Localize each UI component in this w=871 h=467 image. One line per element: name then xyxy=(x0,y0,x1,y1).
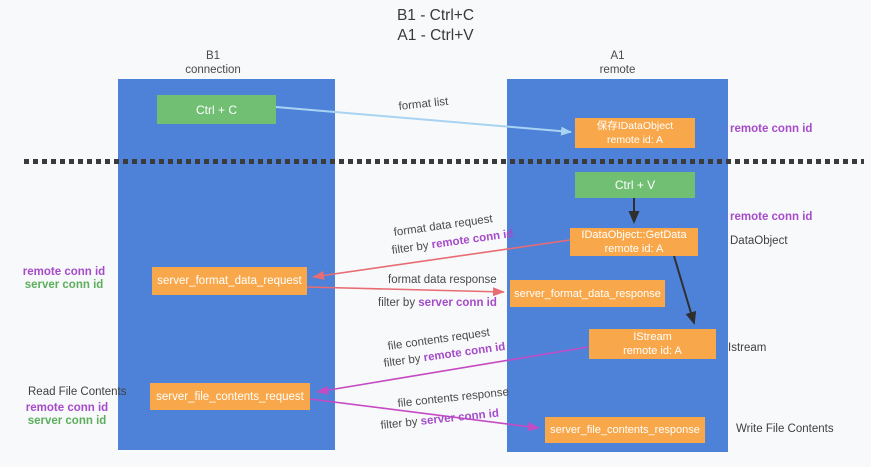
ctrl-v-label: Ctrl + V xyxy=(614,178,656,192)
format-list-arrow xyxy=(275,106,572,136)
title-line-1: B1 - Ctrl+C xyxy=(396,7,475,24)
server-format-data-response-label: server_format_data_response xyxy=(514,287,661,300)
remote-conn-id-text: remote conn id xyxy=(25,402,109,414)
remote-conn-id-side-label-2: remote conn id xyxy=(730,211,812,223)
server-file-contents-request-node: server_file_contents_request xyxy=(150,383,310,410)
remote-conn-id-text: remote conn id xyxy=(730,123,813,135)
dataobject-text: DataObject xyxy=(730,235,788,247)
save-idataobject-line1: 保存IDataObject xyxy=(596,120,674,132)
filter-by-server-conn-id-label-1: filter by server conn id xyxy=(378,297,497,309)
remote-conn-id-text: remote conn id xyxy=(22,266,106,278)
format-data-response-arrow xyxy=(306,286,505,297)
server-conn-id-text: server conn id xyxy=(24,279,104,291)
ctrl-c-node: Ctrl + C xyxy=(157,95,276,124)
filter-by-text: filter by xyxy=(378,297,416,309)
getdata-line2: remote id: A xyxy=(604,243,664,255)
ctrl-c-label: Ctrl + C xyxy=(195,102,237,117)
server-conn-id-text: server conn id xyxy=(418,297,497,309)
session-divider-dashed-line xyxy=(24,159,864,164)
format-data-request-arrow xyxy=(312,239,571,280)
read-file-contents-text: Read File Contents xyxy=(28,386,127,398)
server-format-data-request-label: server_format_data_request xyxy=(157,275,302,287)
remote-conn-id-text: remote conn id xyxy=(730,211,813,223)
diagram-title: B1 - Ctrl+C A1 - Ctrl+V xyxy=(0,6,871,46)
server-file-contents-response-label: server_file_contents_response xyxy=(550,424,700,436)
right-column-subtitle: remote xyxy=(599,63,636,76)
read-file-contents-label: Read File Contents xyxy=(28,386,126,398)
server-format-data-response-node: server_format_data_response xyxy=(510,280,665,307)
dataobject-side-label: DataObject xyxy=(730,235,788,247)
left-column-header: B1 connection xyxy=(105,50,321,77)
right-column-title: A1 xyxy=(610,50,625,62)
server-format-data-request-node: server_format_data_request xyxy=(152,267,307,295)
getdata-line1: IDataObject::GetData xyxy=(581,229,687,241)
file-contents-response-arrow xyxy=(309,398,540,432)
getdata-to-istream-arrow xyxy=(673,255,697,325)
istream-node: IStream remote id: A xyxy=(589,329,716,359)
left-column-title: B1 xyxy=(205,50,221,62)
save-idataobject-line2: remote id: A xyxy=(606,134,664,146)
server-conn-id-text: server conn id xyxy=(27,415,107,427)
write-file-contents-text: Write File Contents xyxy=(736,423,834,435)
istream-line1: IStream xyxy=(633,331,672,343)
istream-line2: remote id: A xyxy=(623,345,682,357)
write-file-contents-label: Write File Contents xyxy=(736,423,834,435)
save-idataobject-node: 保存IDataObject remote id: A xyxy=(575,118,695,148)
file-contents-request-arrow xyxy=(316,346,589,395)
conn-id-pair-label-1: remote conn id server conn id xyxy=(22,266,106,292)
format-data-response-label: format data response xyxy=(388,274,497,286)
server-file-contents-response-node: server_file_contents_response xyxy=(545,417,705,443)
istream-text: Istream xyxy=(728,342,767,354)
server-file-contents-request-label: server_file_contents_request xyxy=(156,390,304,403)
istream-side-label: Istream xyxy=(728,342,766,354)
format-data-response-text: format data response xyxy=(388,274,497,286)
right-column-header: A1 remote xyxy=(507,50,728,77)
title-line-2: A1 - Ctrl+V xyxy=(397,27,474,44)
ctrl-v-node: Ctrl + V xyxy=(575,172,695,198)
left-column-subtitle: connection xyxy=(185,63,241,76)
conn-id-pair-label-2: remote conn id server conn id xyxy=(25,402,109,428)
remote-conn-id-side-label-1: remote conn id xyxy=(730,123,812,135)
idataobject-getdata-node: IDataObject::GetData remote id: A xyxy=(570,228,698,256)
